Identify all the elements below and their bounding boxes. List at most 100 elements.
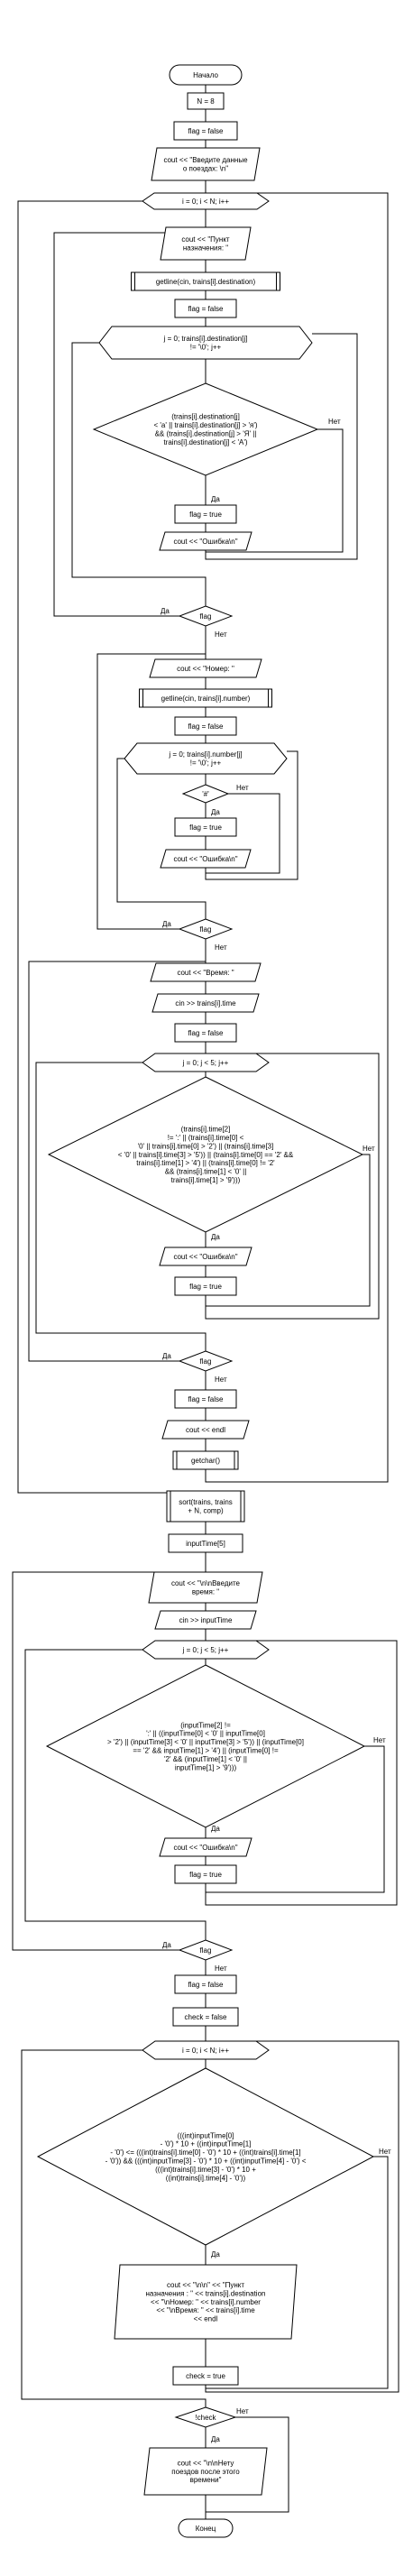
node-decTime-line-1: != ':' || (trains[i].time[0] < bbox=[168, 1134, 244, 1142]
node-loopJ4-line-0: j = 0; j < 5; j++ bbox=[182, 1646, 229, 1654]
node-checkT-shape bbox=[172, 2366, 239, 2386]
edge-label-no: Нет bbox=[215, 630, 227, 639]
node-decCheck-shape bbox=[174, 2406, 237, 2428]
node-decTime-line-6: trains[i].time[1] > '9'))) bbox=[171, 1176, 241, 1184]
node-decInput-line-1: ':' || ((inputTime[0] < '0' || inputTime… bbox=[146, 1730, 265, 1738]
node-decInput-line-4: '2' && (inputTime[1] < '0' || bbox=[164, 1755, 247, 1763]
node-flagT2-shape bbox=[174, 817, 237, 837]
node-coutErr2-line-0: cout << "Ошибка\n" bbox=[173, 855, 237, 863]
node-coutNomer-line-0: cout << "Номер: " bbox=[177, 665, 234, 673]
node-loopJ4-shape bbox=[142, 1640, 270, 1660]
node-decFlag2-line-0: flag bbox=[200, 925, 212, 934]
node-loopJ1: j = 0; trains[i].destination[j]!= '\0'; … bbox=[98, 326, 313, 360]
node-decCmp-shape bbox=[36, 2067, 375, 2246]
edge-decFlag3-yes bbox=[28, 961, 206, 1362]
node-coutErr2: cout << "Ошибка\n" bbox=[160, 849, 252, 869]
node-flagF5-line-0: flag = false bbox=[188, 1981, 224, 1989]
node-sort-shape bbox=[166, 1490, 245, 1523]
edge-decDest-no bbox=[206, 428, 344, 553]
edge-label-no: Нет bbox=[215, 1375, 227, 1384]
node-sort-line-0: sort(trains, trains bbox=[179, 1498, 233, 1506]
node-loopJ3-line-0: j = 0; j < 5; j++ bbox=[182, 1059, 229, 1067]
node-coutPunkt-shape bbox=[160, 226, 252, 261]
node-flag0-shape bbox=[173, 121, 238, 141]
node-flagF2-line-0: flag = false bbox=[188, 722, 224, 731]
node-end-line-0: Конец bbox=[196, 2525, 216, 2533]
node-inputTime5: inputTime[5] bbox=[168, 1533, 243, 1553]
node-flagT1-line-0: flag = true bbox=[189, 511, 222, 519]
node-coutNet-line-0: cout << "\n\nНету bbox=[178, 2459, 234, 2467]
edge-loopJ4-exit bbox=[24, 1649, 206, 1940]
node-coutEndl-shape bbox=[161, 1420, 250, 1440]
node-flagF4-shape bbox=[174, 1389, 237, 1409]
node-coutPunkt-line-0: cout << "Пункт bbox=[181, 235, 230, 244]
node-decFlag1-line-0: flag bbox=[200, 612, 212, 621]
node-flagT2-line-0: flag = true bbox=[189, 823, 222, 832]
edge-loopI-back bbox=[205, 192, 389, 1483]
node-decInput-line-2: > '2') || (inputTime[3] < '0' || inputTi… bbox=[107, 1738, 304, 1746]
node-decFlag2: flag bbox=[178, 918, 234, 940]
node-coutVremya-shape bbox=[150, 962, 262, 982]
node-flagT1: flag = true bbox=[174, 504, 237, 524]
node-flagT3: flag = true bbox=[174, 1276, 237, 1296]
node-flagF5-shape bbox=[174, 1974, 237, 1994]
node-sort: sort(trains, trains+ N, comp) bbox=[166, 1490, 245, 1523]
node-decDest-line-2: && (trains[i].destination[j] > 'Я' || bbox=[155, 430, 257, 438]
edge-label-yes: Да bbox=[211, 495, 220, 503]
node-decDest-line-0: (trains[i].destination[j] bbox=[171, 413, 240, 421]
edge-label-yes: Да bbox=[162, 1352, 171, 1360]
node-decCmp-line-5: ((int)trains[i].time[4] - '0')) bbox=[166, 2174, 246, 2182]
node-flagF1-line-0: flag = false bbox=[188, 305, 224, 313]
edge-loopJ1-back bbox=[205, 333, 358, 560]
edge-loopJ1-exit bbox=[71, 342, 206, 606]
edge-label-no: Нет bbox=[363, 1145, 375, 1153]
node-decCmp-line-0: (((int)inputTime[0] bbox=[178, 2131, 234, 2139]
node-coutEndl-line-0: cout << endl bbox=[186, 1426, 225, 1434]
node-decQ-line-0: '#' bbox=[202, 790, 209, 798]
node-loopI-shape bbox=[142, 192, 270, 210]
node-loopJ1-line-0: j = 0; trains[i].destination[j] bbox=[163, 335, 248, 343]
edge-loopJ3-back bbox=[205, 1053, 380, 1320]
node-loopI2-line-0: i = 0; i < N; i++ bbox=[182, 2047, 229, 2055]
node-loopJ1-shape bbox=[98, 326, 313, 360]
node-decTime: (trains[i].time[2]!= ':' || (trains[i].t… bbox=[47, 1076, 364, 1233]
node-loopJ2: j = 0; trains[i].number[j]!= '\0'; j++ bbox=[124, 742, 288, 775]
node-cinInput-line-0: cin >> inputTime bbox=[179, 1616, 233, 1624]
node-cinInput: cin >> inputTime bbox=[154, 1610, 257, 1630]
edge-label-yes: Да bbox=[211, 2250, 220, 2259]
node-loopJ3-shape bbox=[142, 1053, 270, 1072]
node-getchar: getchar() bbox=[172, 1450, 239, 1470]
edge-decTime-no bbox=[206, 1154, 371, 1307]
node-flag0: flag = false bbox=[173, 121, 238, 141]
node-decQ-shape bbox=[181, 784, 230, 804]
node-end: Конец bbox=[178, 2518, 234, 2538]
node-cout1-line-1: о поездах: \n" bbox=[183, 165, 228, 173]
node-flagT4: flag = true bbox=[174, 1864, 237, 1884]
node-decDest-shape bbox=[92, 382, 319, 476]
node-flagT4-shape bbox=[174, 1864, 237, 1884]
node-cout1-shape bbox=[151, 147, 261, 181]
node-end-shape bbox=[178, 2518, 234, 2538]
node-decTime-line-2: '0' || trains[i].time[0] > '2') || (trai… bbox=[138, 1142, 274, 1150]
node-decFlag4-shape bbox=[178, 1939, 234, 1961]
node-flagF5: flag = false bbox=[174, 1974, 237, 1994]
node-decCheck-line-0: !check bbox=[195, 2414, 216, 2422]
node-coutErr4: cout << "Ошибка\n" bbox=[159, 1837, 252, 1857]
node-cinTime-line-0: cin >> trains[i].time bbox=[175, 999, 236, 1007]
node-coutErr1-line-0: cout << "Ошибка\n" bbox=[173, 538, 237, 546]
edge-label-no: Нет bbox=[236, 784, 249, 792]
node-loopI2-shape bbox=[142, 2040, 270, 2060]
node-cout1-line-0: cout << "Введите данные bbox=[163, 156, 248, 164]
node-decCmp-line-2: - '0') <= (((int)trains[i].time[0] - '0'… bbox=[110, 2148, 300, 2157]
node-coutTrain-line-0: cout << "\n\n" << "Пункт bbox=[167, 2281, 244, 2289]
node-loopJ2-line-1: != '\0'; j++ bbox=[190, 759, 222, 768]
edge-decQ-no bbox=[206, 793, 280, 874]
node-decTime-line-4: trains[i].time[1] > '4') || (trains[i].t… bbox=[136, 1159, 275, 1167]
node-decDest-line-1: < 'а' || trains[i].destination[j] > 'я') bbox=[153, 421, 257, 429]
node-decQ: '#' bbox=[181, 784, 230, 804]
